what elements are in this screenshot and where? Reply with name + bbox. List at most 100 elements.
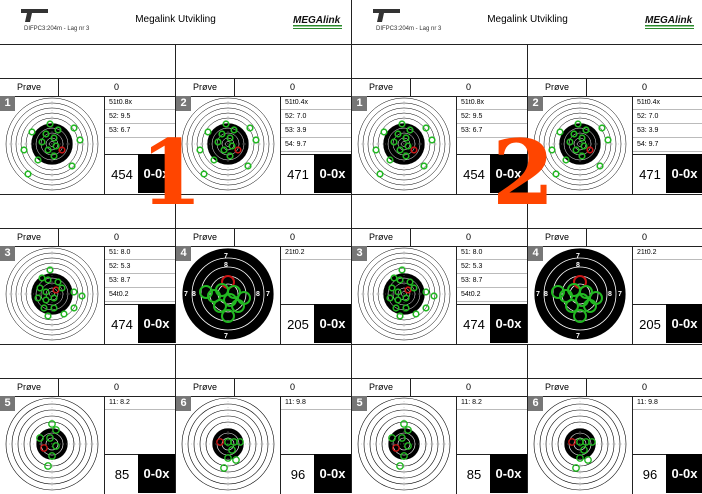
shot-hole: [589, 291, 603, 305]
shot-hole: [50, 134, 58, 142]
probe-row: Prøve 0: [0, 228, 175, 247]
shooting-target[interactable]: [176, 96, 280, 193]
card-spacer: [352, 44, 527, 79]
probe-value: 0: [641, 382, 647, 392]
shot-hole: [396, 146, 404, 154]
lane-number: 3: [352, 246, 367, 261]
lane-number: 5: [352, 396, 367, 411]
series-score: 53: 8.7: [105, 274, 176, 288]
probe-value: 0: [113, 232, 119, 242]
shot-hole: [38, 274, 46, 282]
shot-hole: [210, 156, 218, 164]
shot-hole: [58, 284, 66, 292]
target-ring: [533, 247, 627, 341]
shot-hole: [398, 434, 406, 442]
ring-number: 7: [576, 333, 580, 340]
shot-hole: [406, 126, 414, 134]
shot-hole: [252, 136, 260, 144]
probe-label: Prøve: [0, 229, 59, 246]
target-ring: [543, 257, 617, 331]
series-score: 52: 9.5: [457, 110, 528, 124]
shot-hole: [559, 289, 573, 303]
shot-hole: [244, 162, 252, 170]
shot-hole: [604, 136, 612, 144]
shot-hole: [60, 310, 68, 318]
shot-hole: [226, 152, 234, 160]
probe-label: Prøve: [0, 79, 59, 96]
series-score: 53: 3.9: [281, 124, 352, 138]
shooting-target[interactable]: [0, 246, 104, 343]
total-score: 474: [456, 304, 491, 344]
shot-hole: [428, 136, 436, 144]
shot-hole: [404, 426, 412, 434]
series-score: 52: 9.5: [105, 110, 176, 124]
shooting-target[interactable]: [352, 96, 456, 193]
shot-hole: [570, 130, 578, 138]
shooting-target[interactable]: [528, 96, 632, 193]
shooting-target[interactable]: [0, 96, 104, 193]
shooting-target[interactable]: [0, 396, 104, 493]
card-spacer: [528, 344, 702, 379]
shooting-target[interactable]: [528, 396, 632, 493]
series-score: 52: 7.0: [633, 110, 702, 124]
shooting-target[interactable]: [176, 396, 280, 493]
shot-hole: [568, 438, 576, 446]
shot-hole: [548, 146, 556, 154]
shot-hole: [196, 146, 204, 154]
shot-hole: [402, 152, 410, 160]
shot-hole: [556, 128, 564, 136]
probe-label: Prøve: [352, 79, 411, 96]
megalink-logo: MEGAlink: [645, 15, 694, 29]
shot-hole: [386, 156, 394, 164]
shot-hole: [406, 278, 414, 286]
pistol-icon: [21, 9, 48, 22]
series-list: 21t0.2: [632, 246, 702, 304]
shooting-target[interactable]: [352, 246, 456, 343]
total-score: 85: [456, 454, 491, 494]
shot-hole: [40, 444, 48, 452]
shot-hole: [404, 142, 412, 150]
probe-label: Prøve: [528, 79, 587, 96]
lane-number: 4: [176, 246, 191, 261]
shot-hole: [396, 276, 404, 284]
x-count: 0-0x: [314, 154, 351, 193]
series-score: 51: 8.0: [457, 246, 528, 260]
shot-hole: [36, 284, 44, 292]
card-spacer: [528, 44, 702, 79]
shooting-target[interactable]: [352, 396, 456, 493]
probe-label: Prøve: [176, 379, 235, 396]
shot-hole: [46, 434, 54, 442]
shot-hole: [42, 296, 50, 304]
lane-number: 1: [0, 96, 15, 111]
shot-hole: [396, 312, 404, 320]
lane-number: 5: [0, 396, 15, 411]
shot-hole: [578, 134, 586, 142]
shot-hole: [221, 309, 235, 323]
x-count: 0-0x: [314, 454, 351, 493]
ring-number: 7: [266, 291, 270, 298]
probe-value: 0: [641, 232, 647, 242]
shot-hole: [230, 126, 238, 134]
probe-label: Prøve: [176, 79, 235, 96]
